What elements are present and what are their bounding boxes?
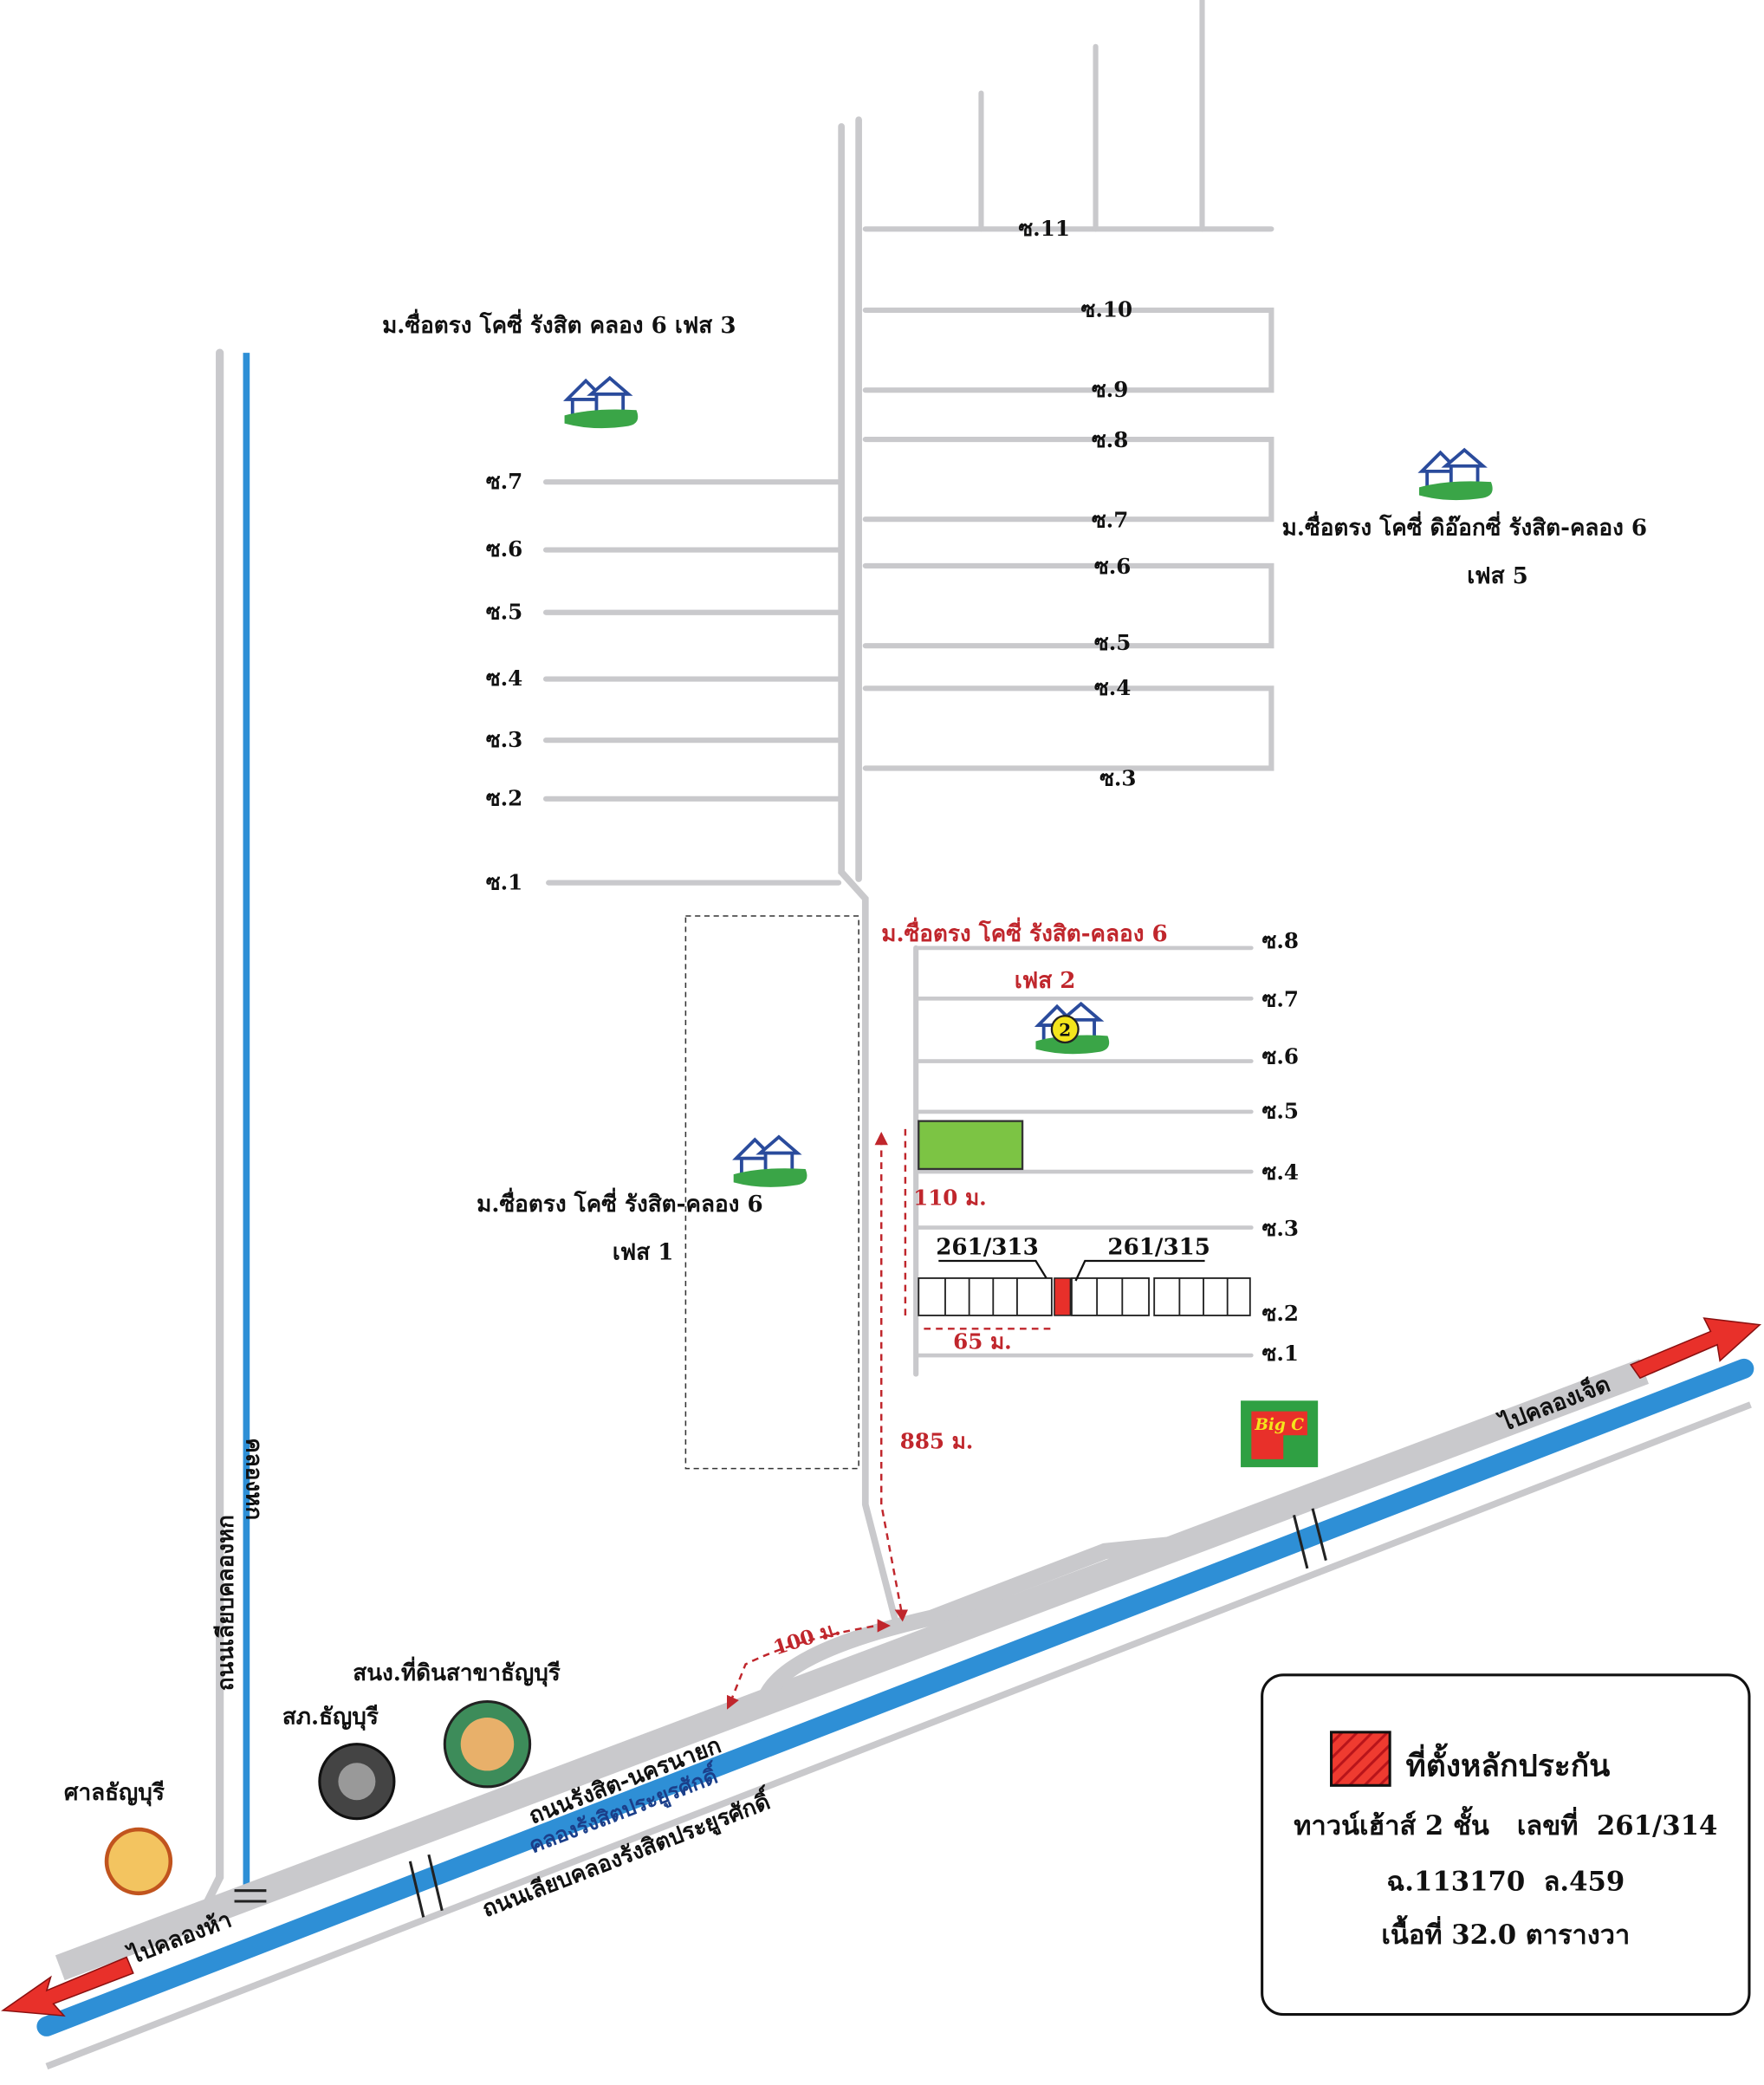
village-house-icon (1417, 448, 1495, 502)
village-phase3-label: ม.ซื่อตรง โคซี่ รังสิต คลอง 6 เฟส 3 (382, 309, 736, 339)
land-office-seal-center-icon (460, 1717, 515, 1771)
main-road (55, 1359, 1650, 1981)
arrow-west-icon (1, 1956, 134, 2017)
village-phase2-label: ม.ซื่อตรง โคซี่ รังสิต-คลอง 6 (881, 917, 1167, 947)
bigc-logo: Big C (1241, 1400, 1319, 1468)
soi-label: ซ.1 (1262, 1341, 1299, 1366)
left-soi-labels: ซ.1 ซ.2 ซ.3 ซ.4 ซ.5 ซ.6 ซ.7 (486, 469, 522, 894)
soi-label: ซ.3 (486, 727, 522, 752)
soi-label: ซ.10 (1081, 297, 1132, 322)
soi-label: ซ.8 (1262, 928, 1299, 953)
soi-label: ซ.2 (486, 786, 522, 811)
plot-label-right: 261/315 (1107, 1233, 1210, 1260)
legend-title: ที่ตั้งหลักประกัน (1406, 1744, 1611, 1784)
soi-label: ซ.2 (1262, 1301, 1299, 1326)
soi-label: ซ.7 (1092, 507, 1128, 532)
bigc-logo-shape-icon (1251, 1411, 1307, 1459)
main-canal (36, 1358, 1754, 2036)
left-sois (542, 479, 842, 886)
police-label: สภ.ธัญบุรี (282, 1704, 379, 1731)
distance-110: 110 ม. (913, 1185, 987, 1210)
village-house-icon (562, 376, 640, 431)
soi-label: ซ.4 (1262, 1159, 1299, 1185)
side-road-label: ถนนเลียบคลองหก (212, 1515, 239, 1691)
court-label: ศาลธัญบุรี (64, 1779, 165, 1807)
soi-label: ซ.7 (486, 469, 522, 494)
soi-label: ซ.7 (1262, 987, 1299, 1012)
soi-label: ซ.5 (1094, 630, 1131, 655)
soi-label: ซ.4 (1094, 675, 1131, 700)
soi-label: ซ.6 (1094, 554, 1131, 579)
land-office-label: สนง.ที่ดินสาขาธัญบุรี (353, 1656, 561, 1687)
soi-label: ซ.8 (1092, 427, 1128, 452)
upper-right-soi-labels: ซ.3 ซ.4 ซ.5 ซ.6 ซ.7 ซ.8 ซ.9 ซ.10 ซ.11 (1018, 216, 1136, 791)
village-phase1-label: ม.ซื่อตรง โคซี่ รังสิต-คลอง 6 (477, 1187, 762, 1218)
legend-box: ที่ตั้งหลักประกัน ทาวน์เฮ้าส์ 2 ชั้น เลข… (1261, 1673, 1751, 2017)
arrowheads (727, 1131, 908, 1710)
village-phase5-label: ม.ซื่อตรง โคซี่ ดิอ๊อกซี่ รังสิต-คลอง 6 (1282, 511, 1647, 542)
arrow-east-icon (1630, 1317, 1762, 1380)
legend-line3: เนื้อที่ 32.0 ตารางวา (1381, 1914, 1630, 1951)
plot-leaders (938, 1259, 1205, 1282)
townhouse-row (918, 1277, 1251, 1316)
soi-label: ซ.5 (486, 599, 522, 624)
distance-885: 885 ม. (900, 1429, 974, 1454)
phase1-area (684, 915, 859, 1470)
village-house-icon (731, 1135, 809, 1189)
collateral-swatch-icon (1329, 1731, 1391, 1787)
soi-label: ซ.9 (1092, 377, 1128, 402)
village-phase5-label-2: เฟส 5 (1467, 562, 1528, 589)
village-phase2-label-2: เฟส 2 (1015, 967, 1076, 994)
main-soi (838, 116, 898, 1621)
frontage-road (757, 1536, 1180, 1706)
side-canal-label: คลองหก (240, 1438, 267, 1520)
soi-label: ซ.11 (1018, 216, 1069, 241)
bridge-icon (234, 1508, 1327, 1918)
soi-label: ซ.6 (1262, 1044, 1299, 1069)
lower-right-sois (913, 945, 1254, 1377)
court-seal-icon (104, 1827, 173, 1896)
plot-label-left: 261/313 (936, 1233, 1039, 1260)
phase2-badge: 2 (1059, 1019, 1071, 1040)
phase2-badge-icon (1050, 1015, 1080, 1044)
soi-label: ซ.3 (1262, 1216, 1299, 1241)
legend-line1: ทาวน์เฮ้าส์ 2 ชั้น เลขที่ 261/314 (1294, 1805, 1717, 1841)
bigc-label: Big C (1254, 1416, 1304, 1434)
distance-markers (728, 1128, 1054, 1705)
legend-line2: ฉ.113170 ล.459 (1386, 1867, 1625, 1898)
collateral-unit[interactable] (1054, 1277, 1072, 1316)
green-plot (918, 1120, 1024, 1171)
soi-label: ซ.3 (1099, 765, 1136, 790)
soi-label: ซ.6 (486, 536, 522, 562)
upper-right-sois (862, 0, 1274, 771)
soi-label: ซ.5 (1262, 1099, 1299, 1124)
distance-65: 65 ม. (953, 1328, 1012, 1354)
village-phase1-label-2: เฟส 1 (613, 1238, 674, 1265)
lower-right-soi-labels: ซ.1 ซ.2 ซ.3 ซ.4 ซ.5 ซ.6 ซ.7 ซ.8 (1262, 928, 1299, 1366)
police-seal-center-icon (338, 1763, 376, 1801)
lower-road (45, 1401, 1752, 2070)
soi-label: ซ.4 (486, 666, 522, 691)
soi-label: ซ.1 (486, 869, 522, 894)
